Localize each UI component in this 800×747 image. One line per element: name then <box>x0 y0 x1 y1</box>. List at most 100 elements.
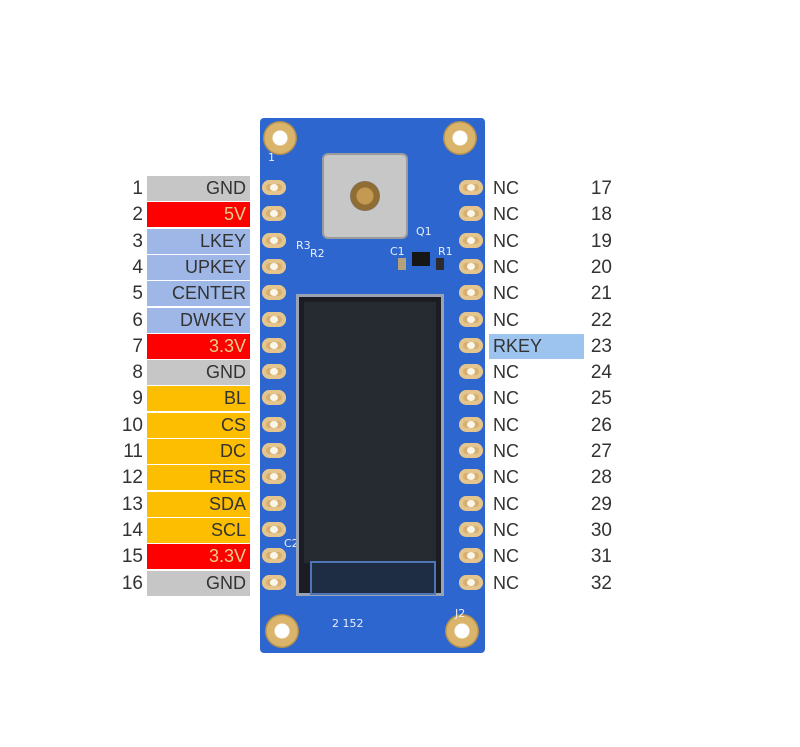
pin-label: LKEY <box>147 228 250 254</box>
pin-number: 31 <box>590 546 612 568</box>
pin-number: 15 <box>121 546 143 568</box>
capacitor-c1 <box>398 258 406 270</box>
pin-number: 20 <box>590 256 612 278</box>
pin-number: 30 <box>590 519 612 541</box>
pin-label: SCL <box>147 517 250 543</box>
solder-pad <box>262 548 286 564</box>
pin-number: 13 <box>121 493 143 515</box>
pin-number: 1 <box>132 178 143 199</box>
pin-label: DWKEY <box>147 307 250 333</box>
pin-number: 26 <box>590 414 612 436</box>
pin-number: 19 <box>590 230 612 252</box>
pin-label: CS <box>147 412 250 438</box>
silkscreen-c2: C2 <box>284 537 299 550</box>
pin-number: 14 <box>121 519 143 541</box>
pcb-board: 1 R3 R2 C1 Q1 R1 C2 J2 2 152 <box>260 118 485 653</box>
pin-label: NC <box>493 309 519 330</box>
solder-pad <box>262 232 286 248</box>
solder-pad <box>262 206 286 222</box>
silkscreen-c1: C1 <box>390 245 405 258</box>
solder-pad <box>459 548 483 564</box>
pin-label: NC <box>493 362 519 383</box>
solder-pad <box>459 443 483 458</box>
pin-number: 3 <box>132 230 143 252</box>
solder-pad <box>459 521 483 537</box>
pin-number: 7 <box>132 335 143 357</box>
silkscreen-code: 2 152 <box>332 617 364 630</box>
solder-pad <box>459 180 483 195</box>
pin-number: 22 <box>590 309 612 331</box>
pin-label: GND <box>147 570 250 596</box>
silkscreen-r2: R2 <box>310 247 325 260</box>
solder-pad <box>262 180 286 195</box>
pin-label: NC <box>493 414 519 435</box>
pin-number: 18 <box>590 204 612 226</box>
joystick-switch <box>322 153 408 239</box>
pin-label: NC <box>493 519 519 540</box>
solder-pad <box>459 206 483 222</box>
solder-pad <box>262 469 286 485</box>
pin-label: DC <box>147 439 250 464</box>
fpc-connector <box>310 561 436 595</box>
pin-number: 28 <box>590 467 612 489</box>
pin-label: NC <box>493 256 519 277</box>
solder-pad <box>459 285 483 301</box>
pin-number: 29 <box>590 493 612 515</box>
pin-label: 5V <box>147 202 250 228</box>
pin-number: 9 <box>132 388 143 410</box>
pin-number: 32 <box>590 572 612 594</box>
pin-label: NC <box>493 230 519 251</box>
solder-pad <box>459 364 483 380</box>
pin-number: 12 <box>121 467 143 489</box>
solder-pad <box>262 258 286 274</box>
solder-pad <box>262 285 286 301</box>
solder-pad <box>262 416 286 432</box>
pin-label: NC <box>493 388 519 409</box>
pin-number: 8 <box>132 362 143 384</box>
pin-label: UPKEY <box>147 254 250 280</box>
pin-label: GND <box>147 360 250 386</box>
pin-label: NC <box>493 441 519 461</box>
pin-number: 21 <box>590 283 612 305</box>
silkscreen-r1: R1 <box>438 245 453 258</box>
solder-pad <box>262 337 286 353</box>
pin-label: 3.3V <box>147 544 250 570</box>
pin-label: NC <box>493 493 519 514</box>
solder-pad <box>459 337 483 353</box>
lcd-display <box>296 294 444 596</box>
solder-pad <box>459 574 483 590</box>
pin-label: NC <box>493 467 519 488</box>
solder-pad <box>459 390 483 406</box>
mounting-hole-top-left <box>263 121 297 155</box>
solder-pad <box>262 521 286 537</box>
pin-number: 5 <box>132 283 143 305</box>
transistor-q1 <box>412 252 430 266</box>
solder-pad <box>459 469 483 485</box>
solder-pad <box>459 258 483 274</box>
pin-number: 25 <box>590 388 612 410</box>
silkscreen-j2: J2 <box>455 607 466 620</box>
pin-number: 4 <box>132 256 143 278</box>
pin-number: 10 <box>121 414 143 436</box>
pin-label: CENTER <box>147 281 250 307</box>
silkscreen-r3: R3 <box>296 239 311 252</box>
pin-number: 2 <box>132 204 143 226</box>
solder-pad <box>262 574 286 590</box>
solder-pad <box>459 495 483 511</box>
pin-label: BL <box>147 386 250 412</box>
resistor-r1 <box>436 258 444 270</box>
solder-pad <box>262 311 286 327</box>
joystick-knob <box>350 181 380 211</box>
pin-number: 24 <box>590 362 612 384</box>
pin-number: 23 <box>590 335 612 357</box>
lcd-screen <box>304 302 436 563</box>
pin-label: GND <box>147 176 250 201</box>
pin-label: RES <box>147 465 250 491</box>
solder-pad <box>459 311 483 327</box>
solder-pad <box>262 443 286 458</box>
silkscreen-corner: 1 <box>268 151 275 164</box>
solder-pad <box>459 232 483 248</box>
pin-label: NC <box>493 204 519 225</box>
pin-label: SDA <box>147 491 250 517</box>
pin-number: 16 <box>121 572 143 594</box>
